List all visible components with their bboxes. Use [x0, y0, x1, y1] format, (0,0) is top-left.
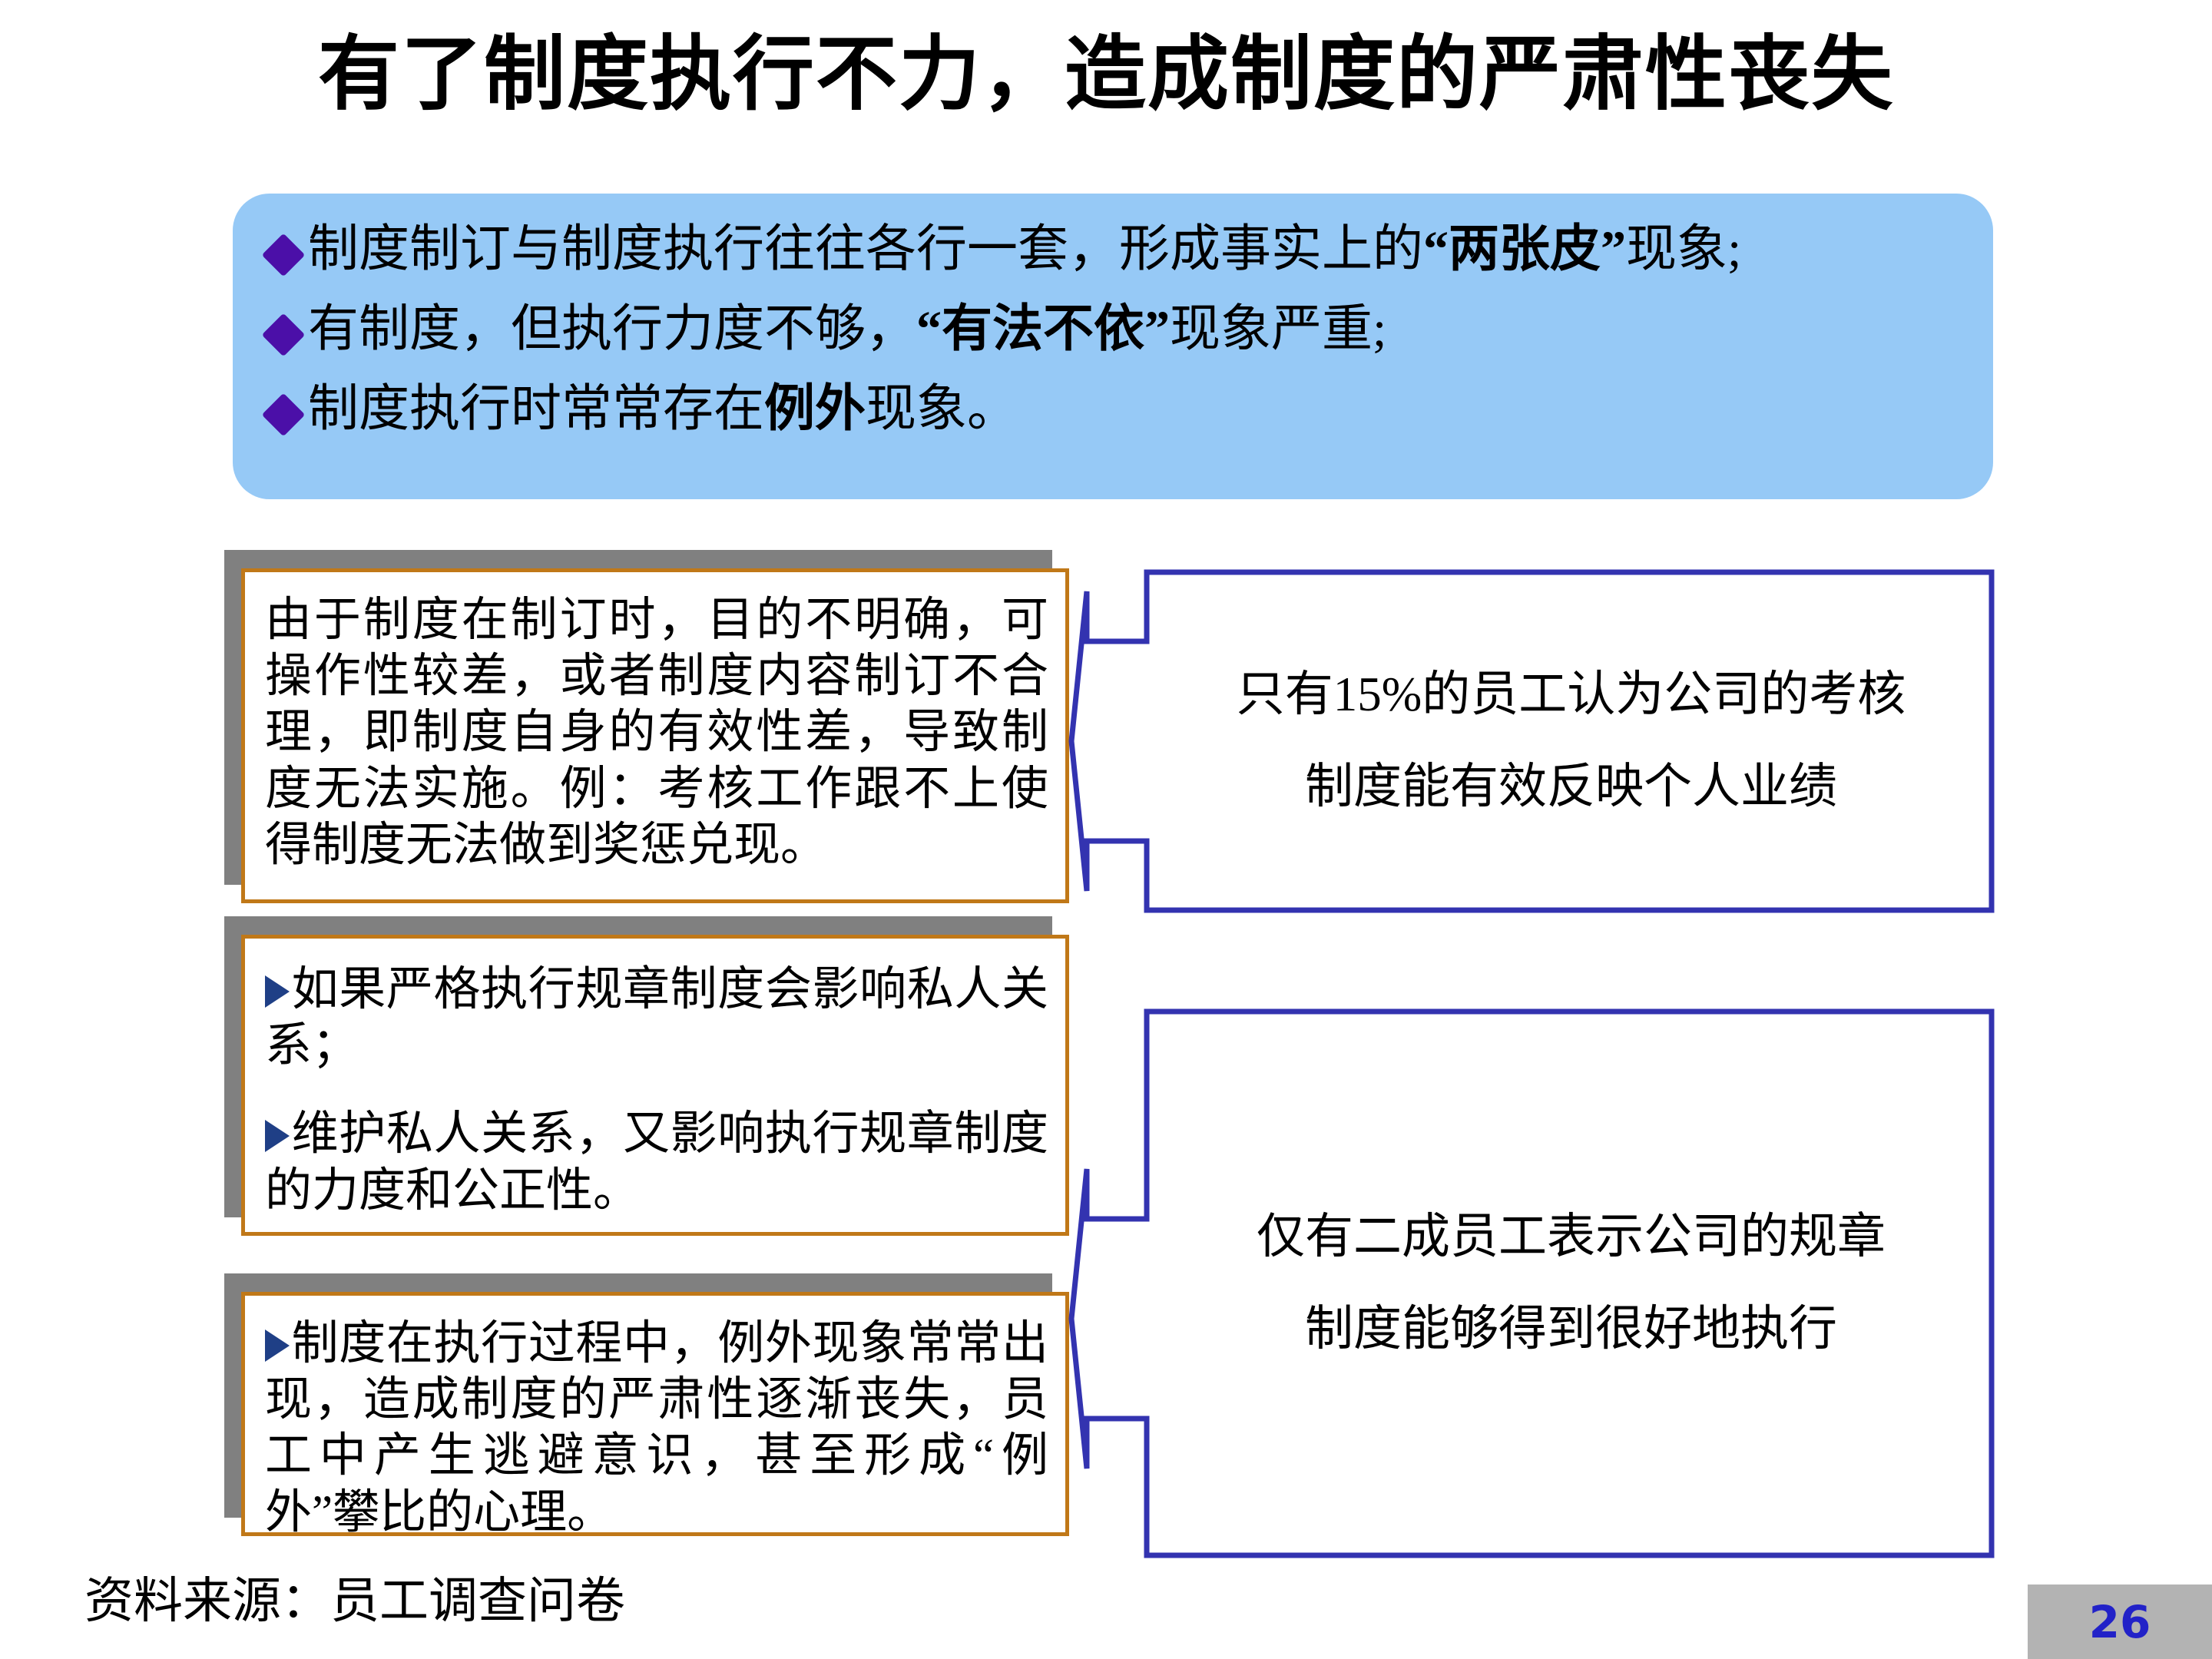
page-number-badge: 26	[2028, 1584, 2212, 1659]
key-points-panel: 制度制订与制度执行往往各行一套，形成事实上的“两张皮”现象; 有制度，但执行力度…	[233, 194, 1993, 499]
cause-box-3: 制度在执行过程中，例外现象常常出现，造成制度的严肃性逐渐丧失，员工中产生逃避意识…	[224, 1273, 1069, 1538]
box-paragraph-text: 维护私人关系，又影响执行规章制度的力度和公正性。	[265, 1108, 1048, 1217]
box-paragraph-text: 由于制度在制订时，目的不明确，可操作性较差，或者制度内容制订不合理，即制度自身的…	[265, 594, 1048, 871]
bullet-item: 制度执行时常常存在例外现象。	[261, 382, 1962, 437]
box-paragraph: 由于制度在制订时，目的不明确，可操作性较差，或者制度内容制订不合理，即制度自身的…	[265, 592, 1048, 873]
cause-box-1: 由于制度在制订时，目的不明确，可操作性较差，或者制度内容制订不合理，即制度自身的…	[224, 550, 1069, 903]
box-paragraph: 制度在执行过程中，例外现象常常出现，造成制度的严肃性逐渐丧失，员工中产生逃避意识…	[265, 1316, 1048, 1541]
callout-line-2: 制度能有效反映个人业绩	[1305, 760, 1837, 813]
diamond-bullet-icon	[261, 392, 306, 437]
box-body: 制度在执行过程中，例外现象常常出现，造成制度的严肃性逐渐丧失，员工中产生逃避意识…	[241, 1292, 1069, 1538]
bullet-text-post: 现象。	[866, 380, 1018, 437]
bullet-text-pre: 有制度，但执行力度不够，	[308, 300, 916, 357]
triangle-bullet-icon	[265, 1120, 290, 1153]
bullet-text-strong: 例外	[764, 380, 866, 437]
box-paragraph: 维护私人关系，又影响执行规章制度的力度和公正性。	[265, 1106, 1048, 1218]
callout-line-1: 仅有二成员工表示公司的规章	[1257, 1210, 1886, 1264]
left-arrow-callout-shape	[1068, 1008, 1995, 1558]
diamond-bullet-icon	[261, 233, 306, 277]
bullet-text-post: 现象;	[1626, 221, 1742, 277]
survey-callout-1: 只有15%的员工认为公司的考核 制度能有效反映个人业绩	[1068, 568, 1995, 914]
bullet-text-post: 现象严重;	[1170, 300, 1387, 357]
box-paragraph-text: 制度在执行过程中，例外现象常常出现，造成制度的严肃性逐渐丧失，员工中产生逃避意识…	[265, 1318, 1048, 1538]
page-number: 26	[2088, 1595, 2151, 1648]
bullet-text: 有制度，但执行力度不够，“有法不依”现象严重;	[308, 300, 1387, 357]
callout-line-2: 制度能够得到很好地执行	[1305, 1302, 1837, 1356]
bullet-text-strong: “有法不依”	[916, 300, 1170, 357]
page-title: 有了制度执行不力，造成制度的严肃性丧失	[318, 27, 1894, 121]
bullet-text-pre: 制度制订与制度执行往往各行一套，形成事实上的	[308, 221, 1423, 277]
callout-text: 仅有二成员工表示公司的规章 制度能够得到很好地执行	[1147, 1008, 1995, 1559]
box-body: 如果严格执行规章制度会影响私人关系； 维护私人关系，又影响执行规章制度的力度和公…	[241, 935, 1069, 1236]
triangle-bullet-icon	[265, 1330, 290, 1362]
bullet-text-pre: 制度执行时常常存在	[308, 380, 764, 437]
left-arrow-callout-shape	[1068, 569, 1995, 913]
callout-text: 只有15%的员工认为公司的考核 制度能有效反映个人业绩	[1147, 568, 1995, 914]
survey-callout-2: 仅有二成员工表示公司的规章 制度能够得到很好地执行	[1068, 1008, 1995, 1559]
triangle-bullet-icon	[265, 975, 290, 1008]
box-body: 由于制度在制订时，目的不明确，可操作性较差，或者制度内容制订不合理，即制度自身的…	[241, 568, 1069, 903]
box-paragraph: 如果严格执行规章制度会影响私人关系；	[265, 962, 1048, 1074]
bullet-text: 制度执行时常常存在例外现象。	[308, 382, 1018, 436]
source-note: 资料来源：员工调查问卷	[84, 1574, 625, 1628]
bullet-text-strong: “两张皮”	[1423, 221, 1626, 277]
box-paragraph-text: 如果严格执行规章制度会影响私人关系；	[265, 964, 1048, 1072]
bullet-item: 有制度，但执行力度不够，“有法不依”现象严重;	[261, 300, 1962, 357]
callout-line-1: 只有15%的员工认为公司的考核	[1236, 667, 1906, 722]
diamond-bullet-icon	[261, 313, 306, 357]
bullet-text: 制度制订与制度执行往往各行一套，形成事实上的“两张皮”现象;	[308, 223, 1741, 276]
bullet-item: 制度制订与制度执行往往各行一套，形成事实上的“两张皮”现象;	[261, 223, 1962, 277]
cause-box-2: 如果严格执行规章制度会影响私人关系； 维护私人关系，又影响执行规章制度的力度和公…	[224, 916, 1069, 1236]
